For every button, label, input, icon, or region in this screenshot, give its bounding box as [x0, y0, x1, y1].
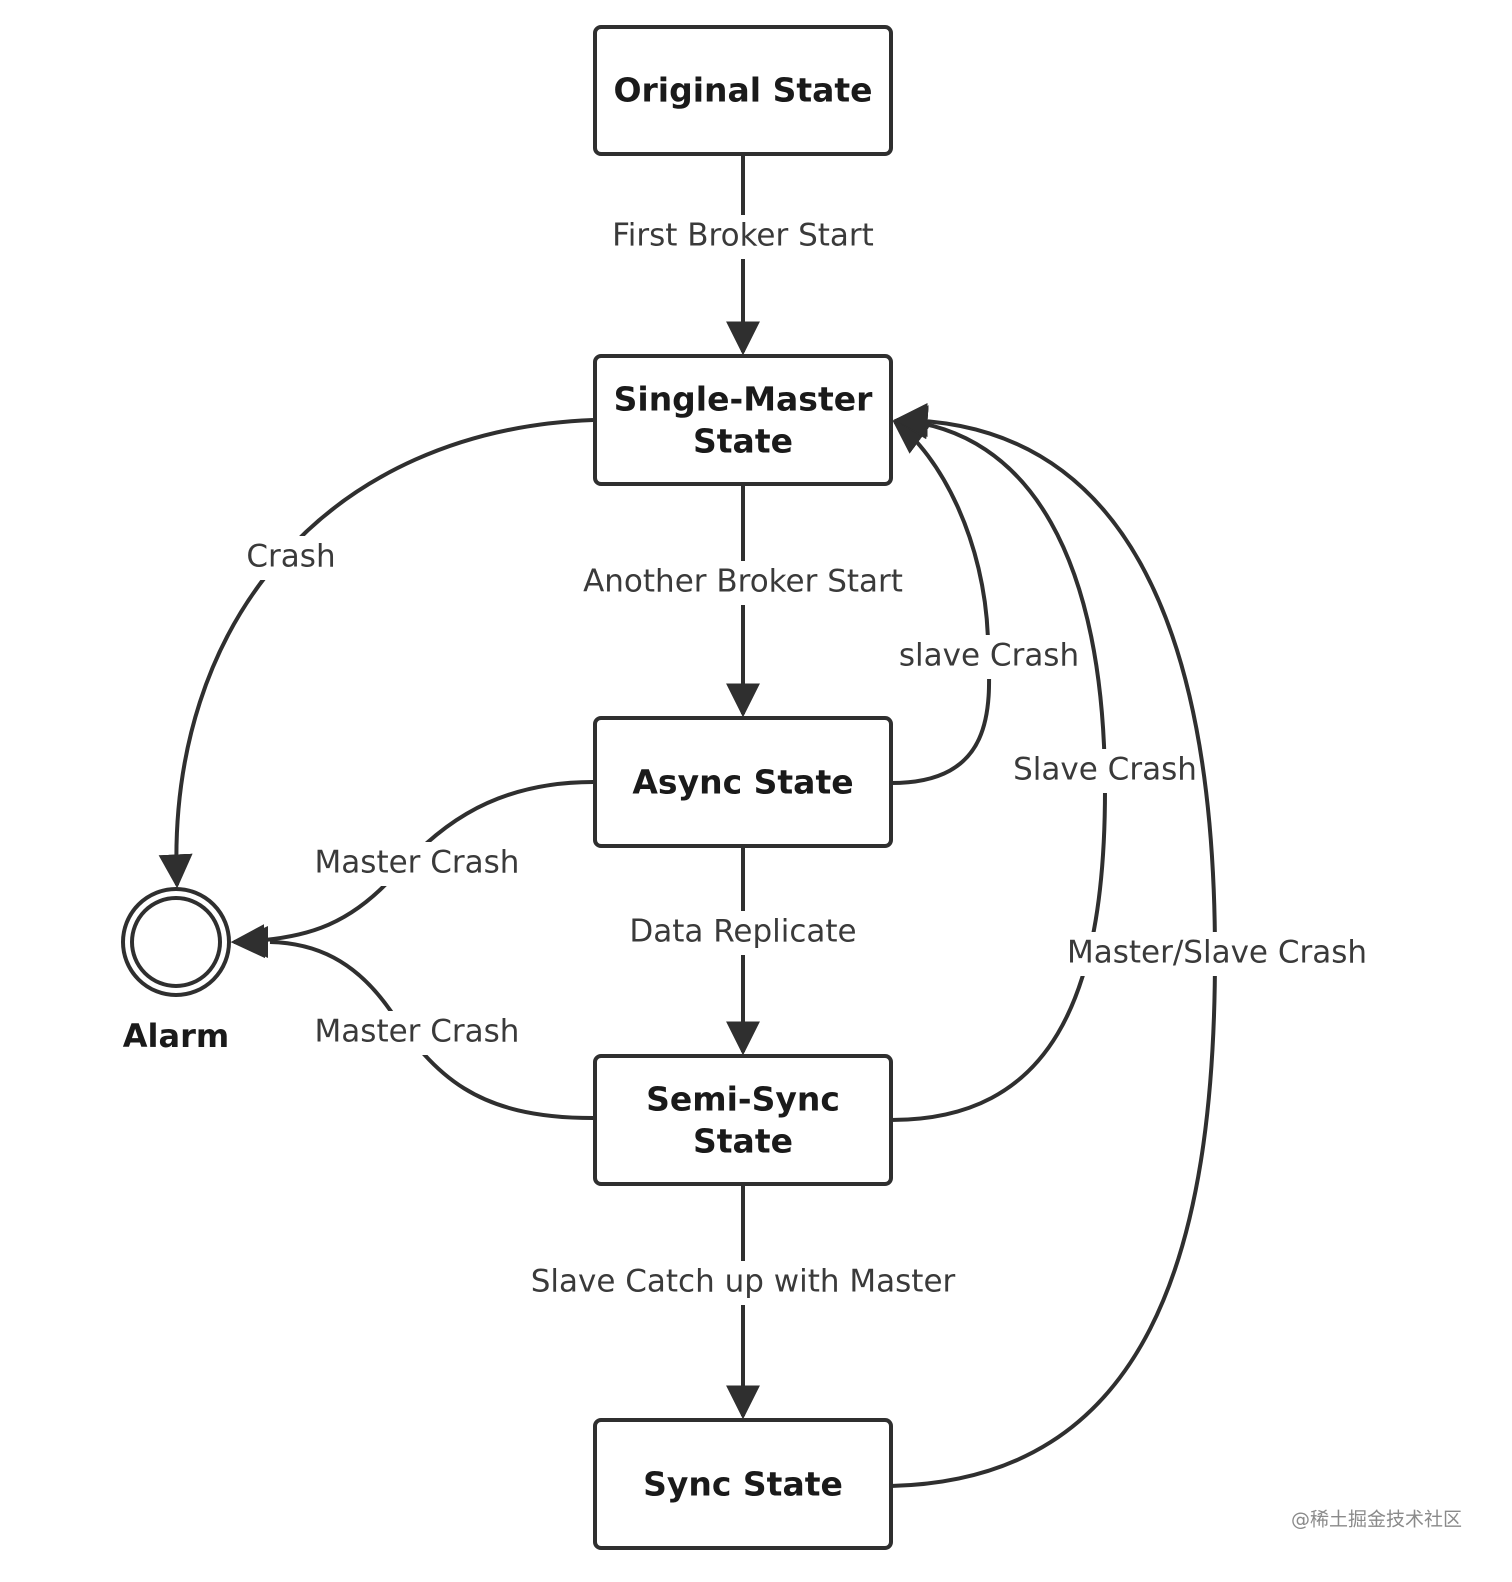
state-sync-label: Sync State — [643, 1465, 843, 1504]
label-another-broker-start-text: Another Broker Start — [583, 564, 903, 600]
state-single-master-label-line2: State — [693, 422, 793, 461]
label-data-replicate: Data Replicate — [628, 911, 858, 955]
state-async: Async State — [593, 716, 893, 848]
label-semi-sync-master-crash-text: Master Crash — [315, 1014, 520, 1050]
label-single-master-crash-text: Crash — [246, 539, 335, 575]
state-original: Original State — [593, 25, 893, 156]
label-single-master-crash: Crash — [242, 536, 340, 580]
label-slave-catch-up-text: Slave Catch up with Master — [531, 1264, 956, 1300]
label-first-broker-start: First Broker Start — [608, 215, 878, 259]
label-async-master-crash: Master Crash — [312, 842, 522, 886]
label-async-master-crash-text: Master Crash — [315, 845, 520, 881]
label-sync-master-slave-crash-text: Master/Slave Crash — [1067, 935, 1367, 971]
label-slave-catch-up: Slave Catch up with Master — [530, 1261, 956, 1305]
watermark: @稀土掘金技术社区 — [1291, 1509, 1462, 1531]
label-semi-sync-slave-crash: Slave Crash — [1012, 749, 1198, 793]
state-semi-sync: Semi-Sync State — [593, 1054, 893, 1186]
alarm-inner-circle — [130, 896, 222, 988]
alarm-merge-arrowhead — [234, 926, 268, 958]
state-async-label: Async State — [632, 763, 853, 802]
label-first-broker-start-text: First Broker Start — [612, 218, 874, 254]
state-single-master-label-line1: Single-Master — [614, 380, 873, 419]
state-semi-sync-label-line2: State — [693, 1122, 793, 1161]
edge-async-slave-crash — [890, 419, 992, 785]
alarm-end-state: Alarm — [121, 887, 231, 1055]
label-async-slave-crash-text: slave Crash — [899, 638, 1079, 674]
state-sync: Sync State — [593, 1418, 893, 1550]
label-async-slave-crash: slave Crash — [898, 635, 1080, 679]
label-sync-master-slave-crash: Master/Slave Crash — [1067, 932, 1367, 976]
state-single-master: Single-Master State — [593, 354, 893, 486]
label-semi-sync-slave-crash-text: Slave Crash — [1013, 752, 1197, 788]
label-another-broker-start: Another Broker Start — [583, 561, 903, 605]
alarm-label: Alarm — [123, 1017, 229, 1055]
label-data-replicate-text: Data Replicate — [629, 914, 856, 950]
state-semi-sync-label-line1: Semi-Sync — [646, 1080, 840, 1119]
state-original-label: Original State — [613, 71, 872, 110]
label-semi-sync-master-crash: Master Crash — [312, 1011, 522, 1055]
edge-single-master-crash — [158, 418, 594, 889]
